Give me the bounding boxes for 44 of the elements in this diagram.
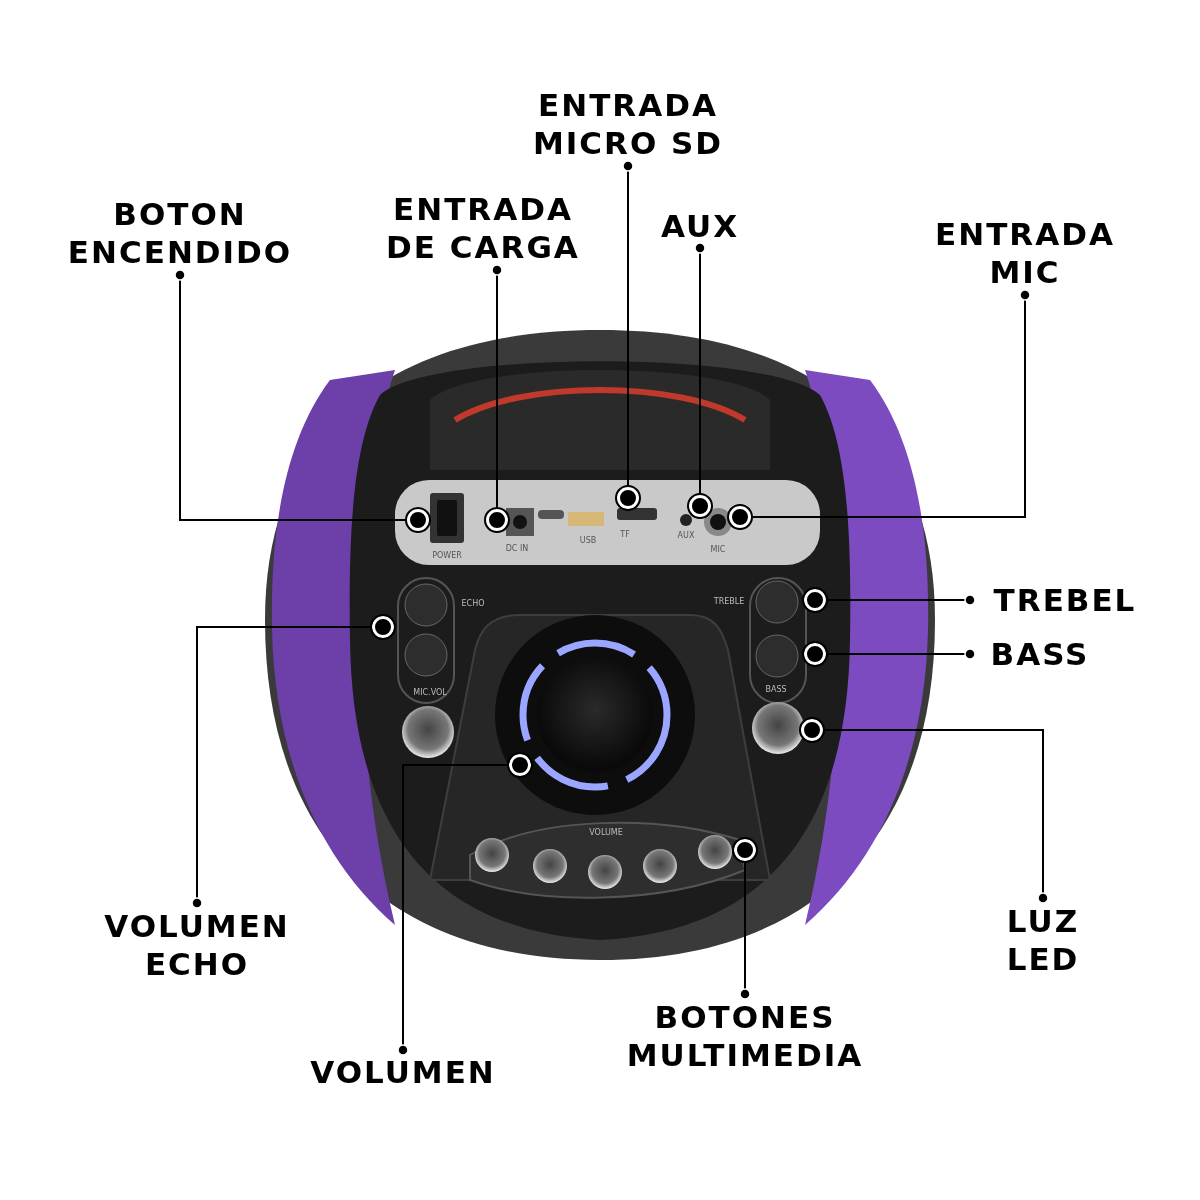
leader-line	[825, 594, 976, 606]
leader-line	[825, 648, 976, 660]
panel-label: USB	[579, 537, 597, 545]
callout-label: AUX	[660, 207, 740, 245]
target-marker	[804, 589, 826, 611]
leader-line	[694, 242, 706, 496]
callout-label: BASS	[990, 635, 1090, 673]
callout-label: VOLUMEN ECHO	[103, 907, 291, 983]
panel-label: ECHO	[461, 600, 485, 608]
target-marker	[804, 643, 826, 665]
panel-label: MIC.VOL	[413, 689, 447, 697]
panel-label: POWER	[432, 552, 462, 560]
callout-label: ENTRADA DE CARGA	[385, 190, 581, 266]
leader-line	[397, 764, 510, 1056]
target-marker	[734, 839, 756, 861]
callout-label: VOLUMEN	[310, 1053, 496, 1091]
callout-label: TREBEL	[993, 581, 1137, 619]
target-marker	[801, 719, 823, 741]
panel-label: TREBLE	[713, 598, 745, 606]
leader-line	[750, 289, 1031, 518]
callout-label: ENTRADA MIC	[934, 215, 1116, 291]
leader-line	[191, 626, 373, 909]
target-marker	[486, 509, 508, 531]
callout-label: BOTONES MULTIMEDIA	[625, 998, 865, 1074]
callout-label: BOTON ENCENDIDO	[66, 195, 294, 271]
target-marker	[372, 616, 394, 638]
panel-label: BASS	[765, 686, 787, 694]
target-marker	[509, 754, 531, 776]
leader-line	[174, 269, 408, 521]
panel-label: TF	[620, 531, 630, 539]
callout-label: LUZ LED	[1005, 902, 1081, 978]
leader-line	[822, 729, 1049, 904]
panel-label: MIC	[710, 546, 726, 554]
callout-label: ENTRADA MICRO SD	[531, 86, 725, 162]
panel-label: VOLUME	[589, 829, 623, 837]
leader-line	[491, 264, 503, 510]
target-marker	[617, 487, 639, 509]
leader-line	[622, 160, 634, 488]
target-marker	[407, 509, 429, 531]
leader-line	[739, 860, 751, 1000]
target-marker	[689, 495, 711, 517]
panel-label: AUX	[677, 532, 695, 540]
target-marker	[729, 506, 751, 528]
panel-label: DC IN	[505, 545, 529, 553]
